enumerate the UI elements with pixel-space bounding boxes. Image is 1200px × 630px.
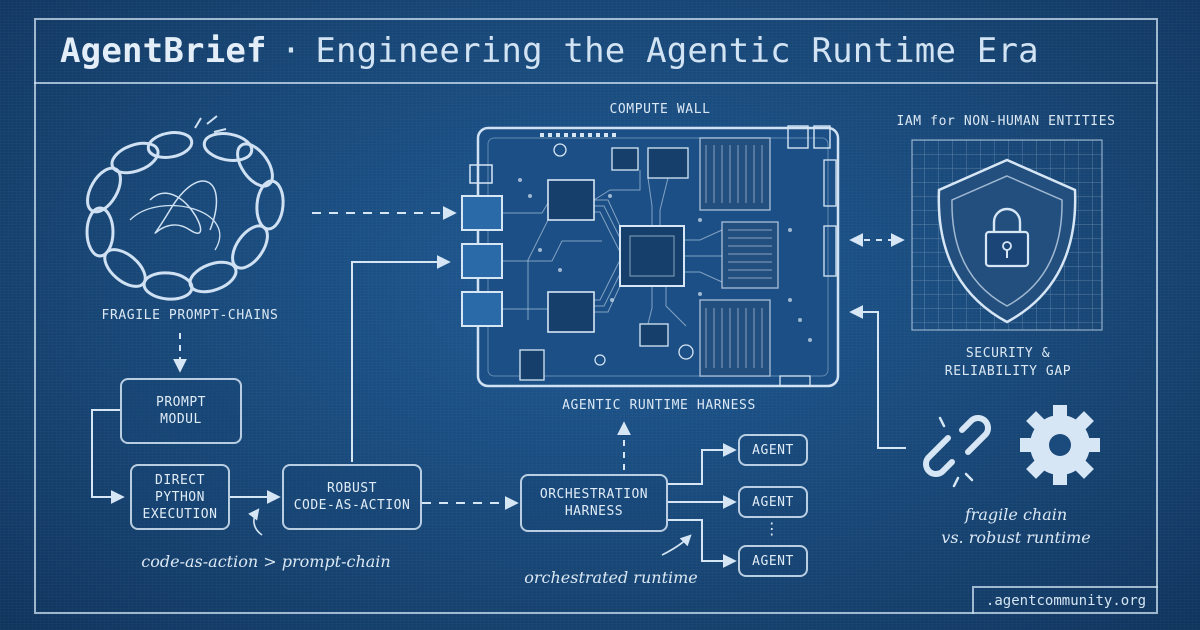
orchestrated-runtime-annotation: orchestrated runtime [524,568,698,587]
broken-link-icon [923,415,991,488]
agent-ellipsis: ⋮ [763,519,781,538]
brand-name: AgentBrief [60,31,267,71]
circuit-board-icon [461,125,840,388]
fragile-chains-label: FRAGILE PROMPT-CHAINS [101,308,279,323]
prompt-modul-box: PROMPT MODUL [120,378,242,444]
security-gap-label-line2: RELIABILITY GAP [944,364,1072,379]
agent-text: AGENT [752,553,794,569]
prompt-modul-text: PROMPT MODUL [156,395,206,427]
compute-wall-label: COMPUTE WALL [609,102,711,117]
agent-box-2: AGENT [738,486,808,518]
orchestration-text: ORCHESTRATION HARNESS [539,487,649,519]
footer-url-text[interactable]: .agentcommunity.org [985,593,1147,609]
robust-code-text: ROBUST CODE-AS-ACTION [293,481,411,513]
orchestration-box: ORCHESTRATION HARNESS [520,474,668,532]
title-divider [34,82,1158,84]
iam-label: IAM for NON-HUMAN ENTITIES [896,114,1116,129]
broken-chain-ring-icon [85,115,285,301]
title-text: Engineering the Agentic Runtime Era [315,31,1039,71]
agentic-runtime-label: AGENTIC RUNTIME HARNESS [562,398,756,413]
agent-box-1: AGENT [738,434,808,466]
fragile-vs-robust-annotation-line2: vs. robust runtime [941,528,1091,547]
fragile-vs-robust-annotation-line1: fragile chain [964,505,1068,524]
direct-python-box: DIRECT PYTHON EXECUTION [130,464,230,530]
robust-code-box: ROBUST CODE-AS-ACTION [282,464,422,530]
blueprint-frame [34,18,1158,614]
page-title: AgentBrief · Engineering the Agentic Runti… [60,28,1039,74]
direct-python-text: DIRECT PYTHON EXECUTION [142,472,218,522]
gear-icon [1020,405,1100,485]
title-separator: · [280,31,302,71]
agent-box-3: AGENT [738,545,808,577]
security-gap-label-line1: SECURITY & [965,346,1051,361]
agent-text: AGENT [752,494,794,510]
agent-text: AGENT [752,442,794,458]
shield-lock-icon [911,139,1103,331]
footer-url[interactable]: .agentcommunity.org [972,586,1158,614]
code-vs-prompt-annotation: code-as-action > prompt-chain [141,552,391,571]
